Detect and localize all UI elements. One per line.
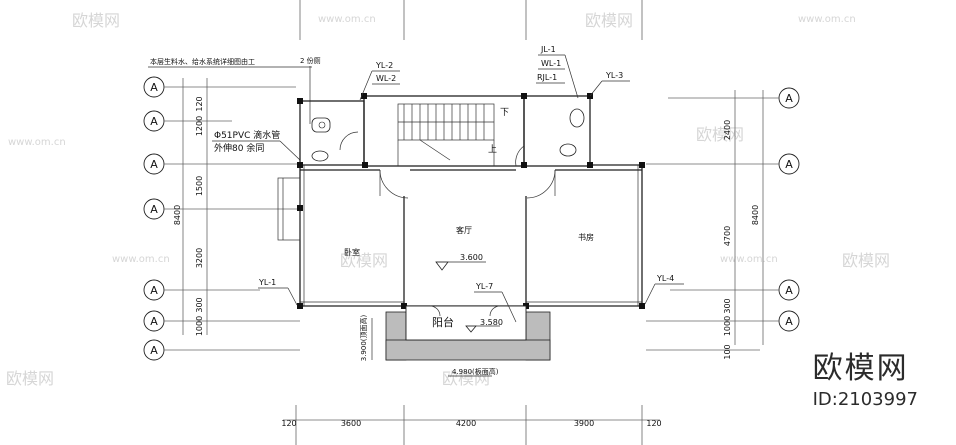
pipe-note-line1: Φ51PVC 滴水管 <box>214 129 280 141</box>
watermark-layer: 欧模网 www.om.cn 欧模网 www.om.cn www.om.cn 欧模… <box>6 11 890 388</box>
pipe-note-line2: 外伸80 余同 <box>214 142 264 154</box>
pipe-tag: YL-7 <box>475 282 493 291</box>
dimension-label: 120 <box>646 419 661 428</box>
dimension-label: 3900 <box>574 419 594 428</box>
svg-text:A: A <box>785 315 793 328</box>
dimension-label: 1200 <box>195 116 204 136</box>
bottom-dimensions: 120 3600 4200 3900 120 <box>281 419 661 428</box>
top-extension-lines <box>299 0 643 40</box>
pipe-tag: YL-4 <box>656 274 674 283</box>
svg-text:A: A <box>150 203 158 216</box>
dimension-total: 8400 <box>173 205 182 225</box>
level-center: 3.600 <box>460 253 483 262</box>
svg-text:A: A <box>785 284 793 297</box>
top-note-right: 2 份厕 <box>300 56 321 65</box>
bathroom-fixtures <box>311 108 585 330</box>
watermark-text: 欧模网 <box>340 251 388 270</box>
watermark-text: 欧模网 <box>585 11 633 30</box>
room-label-right: 书房 <box>578 232 594 242</box>
axis-bubble: A <box>778 87 800 109</box>
dimension-label: 120 <box>281 419 296 428</box>
axis-bubble: A <box>143 76 165 98</box>
axis-bubble: A <box>143 198 165 220</box>
svg-text:A: A <box>150 115 158 128</box>
axis-bubble: A <box>143 279 165 301</box>
pipe-tag: RJL-1 <box>537 73 557 82</box>
svg-text:A: A <box>150 81 158 94</box>
structural-columns <box>297 93 645 340</box>
balcony <box>385 305 551 361</box>
watermark-url: www.om.cn <box>798 14 856 25</box>
watermark-url: www.om.cn <box>720 254 778 265</box>
watermark-url: www.om.cn <box>112 254 170 265</box>
axis-bubble: A <box>778 153 800 175</box>
stair-down-label: 下 <box>500 108 509 118</box>
pipe-tag: YL-2 <box>375 61 393 70</box>
pipe-tag: WL-1 <box>541 59 561 68</box>
level-balcony: 3.580 <box>480 318 503 327</box>
svg-text:A: A <box>785 92 793 105</box>
dimension-label: 100 <box>723 344 732 359</box>
axis-bubble: A <box>778 310 800 332</box>
svg-text:A: A <box>150 344 158 357</box>
dimension-label: 1500 <box>195 176 204 196</box>
axis-bubble: A <box>143 153 165 175</box>
svg-text:A: A <box>785 158 793 171</box>
room-labels: 卧室 客厅 书房 阳台 <box>344 225 594 329</box>
svg-text:A: A <box>150 284 158 297</box>
dimension-label: 1000 <box>723 316 732 336</box>
basin-icon <box>559 143 577 157</box>
level-marks: 3.600 3.580 3.900(顶面高) 4.980(板面高) <box>359 253 503 377</box>
left-dimensions: 120 1200 1500 3200 300 1000 8400 <box>173 96 204 336</box>
drawing-notes: 本层生料水、给水系统详细图由工 2 份厕 Φ51PVC 滴水管 外伸80 余同 <box>148 56 321 161</box>
axis-bubble: A <box>143 110 165 132</box>
brand-logo: 欧模网 <box>812 351 909 386</box>
watermark-text: 欧模网 <box>696 125 744 144</box>
right-dimensions: 2400 4700 300 1000 100 8400 <box>723 120 760 360</box>
level-left-vertical: 3.900(顶面高) <box>359 314 368 361</box>
toilet-icon <box>569 108 585 128</box>
axis-bubble: A <box>778 279 800 301</box>
watermark-url: www.om.cn <box>318 14 376 25</box>
watermark-text: 欧模网 <box>842 251 890 270</box>
dimension-label: 300 <box>723 298 732 313</box>
watermark-text: 欧模网 <box>442 369 490 388</box>
pipe-tag: WL-2 <box>376 74 396 83</box>
pipe-tag: YL-1 <box>258 278 276 287</box>
brand-badge: 欧模网 ID:2103997 <box>813 343 918 410</box>
dimension-total: 8400 <box>751 205 760 225</box>
pipe-tag: JL-1 <box>540 45 556 54</box>
axis-bubble: A <box>143 339 165 361</box>
room-label-left: 卧室 <box>344 247 360 257</box>
pipe-tag: YL-3 <box>605 71 623 80</box>
room-label-balcony: 阳台 <box>432 315 454 329</box>
watermark-text: 欧模网 <box>6 369 54 388</box>
axis-bubble: A <box>143 310 165 332</box>
toilet-icon <box>311 117 331 133</box>
level-bottom: 4.980(板面高) <box>452 367 499 376</box>
dimension-label: 1000 <box>195 316 204 336</box>
watermark-url: www.om.cn <box>8 137 66 148</box>
dimension-label: 120 <box>195 96 204 111</box>
watermark-text: 欧模网 <box>72 11 120 30</box>
doors <box>339 131 556 199</box>
dimension-label: 2400 <box>723 120 732 140</box>
stair: 下 上 <box>397 103 509 166</box>
dimension-label: 4700 <box>723 226 732 246</box>
stair-up-label: 上 <box>488 144 497 155</box>
svg-text:A: A <box>150 158 158 171</box>
dimension-label: 3200 <box>195 248 204 268</box>
room-label-center: 客厅 <box>456 225 472 235</box>
dimension-label: 3600 <box>341 419 361 428</box>
svg-text:A: A <box>150 315 158 328</box>
top-note: 本层生料水、给水系统详细图由工 <box>150 57 255 66</box>
brand-id: ID:2103997 <box>812 389 918 410</box>
basin-icon <box>311 150 329 162</box>
dimension-label: 300 <box>195 297 204 312</box>
pipe-tags: YL-2 WL-2 JL-1 WL-1 RJL-1 YL-3 YL-1 YL-4… <box>258 45 684 323</box>
dimension-label: 4200 <box>456 419 476 428</box>
grid-lines <box>164 78 779 445</box>
